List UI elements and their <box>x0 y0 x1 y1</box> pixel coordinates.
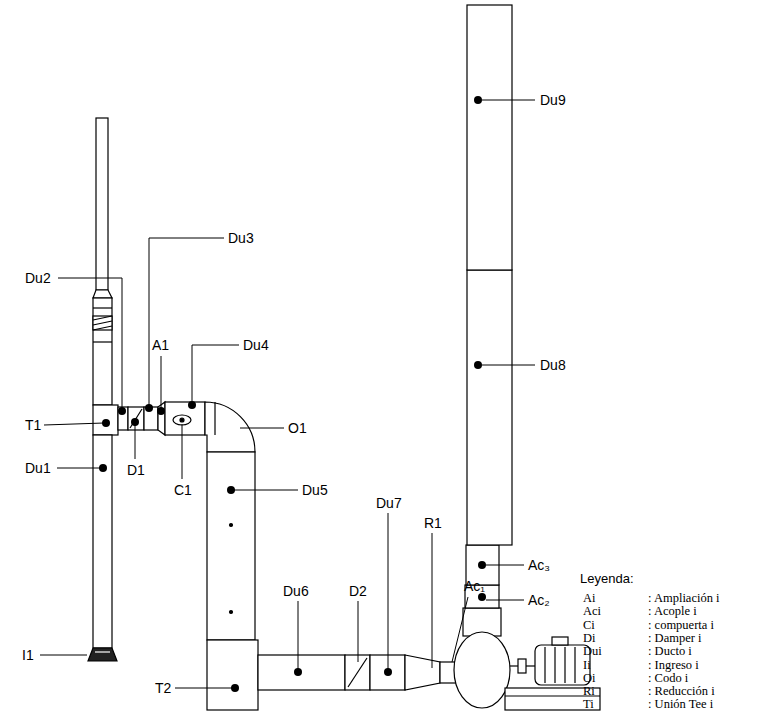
legend-key: Dui <box>583 645 602 658</box>
callout-label: Du6 <box>283 583 309 599</box>
callout-label: D2 <box>349 583 367 599</box>
callout-label: Ac₂ <box>528 592 550 608</box>
callout-label: C1 <box>174 482 192 498</box>
legend-key: Ci <box>583 619 595 632</box>
callout-label: Du2 <box>25 270 51 286</box>
legend-description: : Acople i <box>648 605 697 618</box>
callout-label: Ac₃ <box>528 557 550 573</box>
legend-description: : Ducto i <box>648 645 692 658</box>
legend-description: : Ingreso i <box>648 659 699 672</box>
legend-key: Ti <box>583 698 594 711</box>
legend-key: Di <box>583 632 596 645</box>
legend-key: Ri <box>583 685 595 698</box>
legend-key: Ii <box>583 659 591 672</box>
legend-description: : Codo i <box>648 672 688 685</box>
legend-description: : Unión Tee i <box>648 698 713 711</box>
legend-description: : Damper i <box>648 632 701 645</box>
callout-label: Ac₁ <box>464 578 485 594</box>
legend-description: : Reducción i <box>648 685 715 698</box>
callout-label: Du9 <box>540 92 566 108</box>
callout-label: I1 <box>22 647 34 663</box>
callout-label: Du1 <box>25 460 51 476</box>
callout-label: Du5 <box>302 482 328 498</box>
callout-label: Du8 <box>540 357 566 373</box>
legend-description: : Ampliación i <box>648 592 720 605</box>
legend-key: Aci <box>583 605 601 618</box>
callout-label: Du7 <box>376 495 402 511</box>
callout-label: Du4 <box>243 337 269 353</box>
callout-label: T2 <box>155 680 171 696</box>
legend-key: Oi <box>583 672 596 685</box>
legend-heading: Leyenda: <box>580 571 634 587</box>
legend-description: : compuerta i <box>648 619 714 632</box>
callout-label: A1 <box>152 337 169 353</box>
legend-key: Ai <box>583 592 596 605</box>
callout-label: D1 <box>127 462 145 478</box>
callout-label: O1 <box>288 420 307 436</box>
callout-label: T1 <box>25 417 41 433</box>
callout-label: Du3 <box>228 230 254 246</box>
callout-label: R1 <box>424 515 442 531</box>
